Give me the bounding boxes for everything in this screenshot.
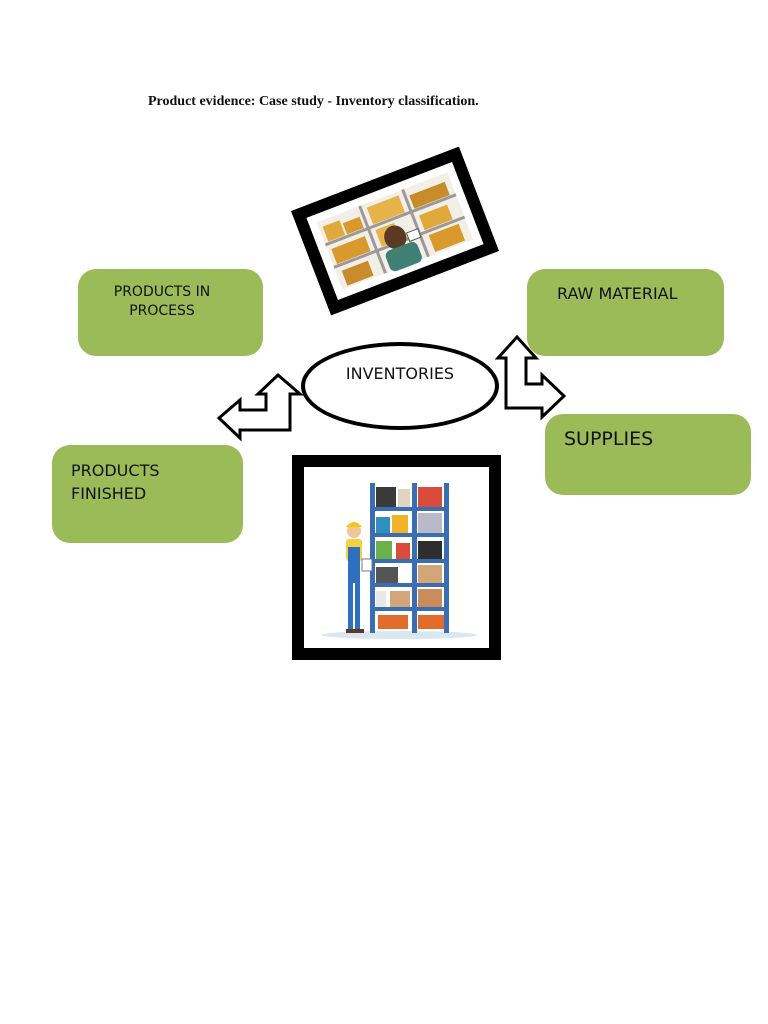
raw-material-label: RAW MATERIAL: [557, 284, 678, 303]
inventories-label: INVENTORIES: [345, 364, 455, 383]
products-finished-label: PRODUCTS FINISHED: [71, 461, 160, 503]
page-title: Product evidence: Case study - Inventory…: [148, 94, 479, 109]
supplies-box: SUPPLIES: [545, 414, 751, 495]
worker-with-clipboard-at-shelf-image: [292, 455, 501, 660]
inventories-node: INVENTORIES: [301, 342, 499, 430]
products-in-process-box: PRODUCTS IN PROCESS: [78, 269, 263, 356]
products-finished-box: PRODUCTS FINISHED: [52, 445, 243, 543]
warehouse-worker-shelves-image: [290, 146, 500, 316]
supplies-label: SUPPLIES: [564, 428, 654, 450]
products-in-process-label: PRODUCTS IN PROCESS: [113, 284, 211, 319]
bent-double-arrow-left-icon: [216, 372, 305, 442]
raw-material-box: RAW MATERIAL: [527, 269, 724, 356]
bent-double-arrow-right-icon: [494, 334, 567, 421]
